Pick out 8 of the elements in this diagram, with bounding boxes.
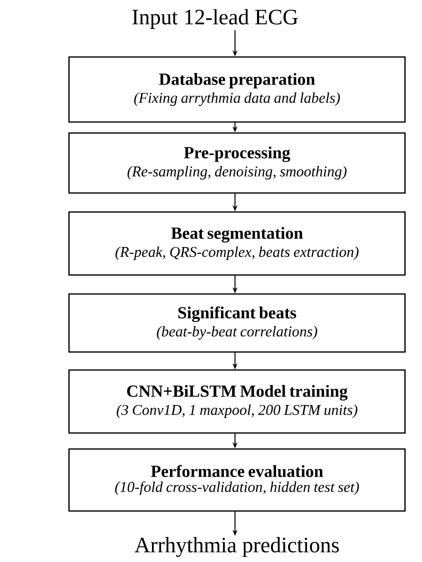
- process-box: Database preparation (Fixing arrythmia data and labels): [68, 56, 406, 123]
- process-box: Beat segmentation (R-peak, QRS-complex, beats extraction): [68, 211, 406, 276]
- process-box: Performance evaluation (10-fold cross-validation, hidden test set): [68, 448, 406, 512]
- flow-text: Input 12-lead ECG: [132, 9, 298, 29]
- process-box: Pre-processing (Re-sampling, denoising, smoothing): [68, 132, 406, 194]
- process-box: CNN+BiLSTM Model training (3 Conv1D, 1 maxpool, 200 LSTM units): [68, 369, 406, 434]
- process-box: Significant beats (beat-by-beat correlations): [68, 293, 406, 353]
- flow-text: Arrhythmia predictions: [134, 537, 339, 557]
